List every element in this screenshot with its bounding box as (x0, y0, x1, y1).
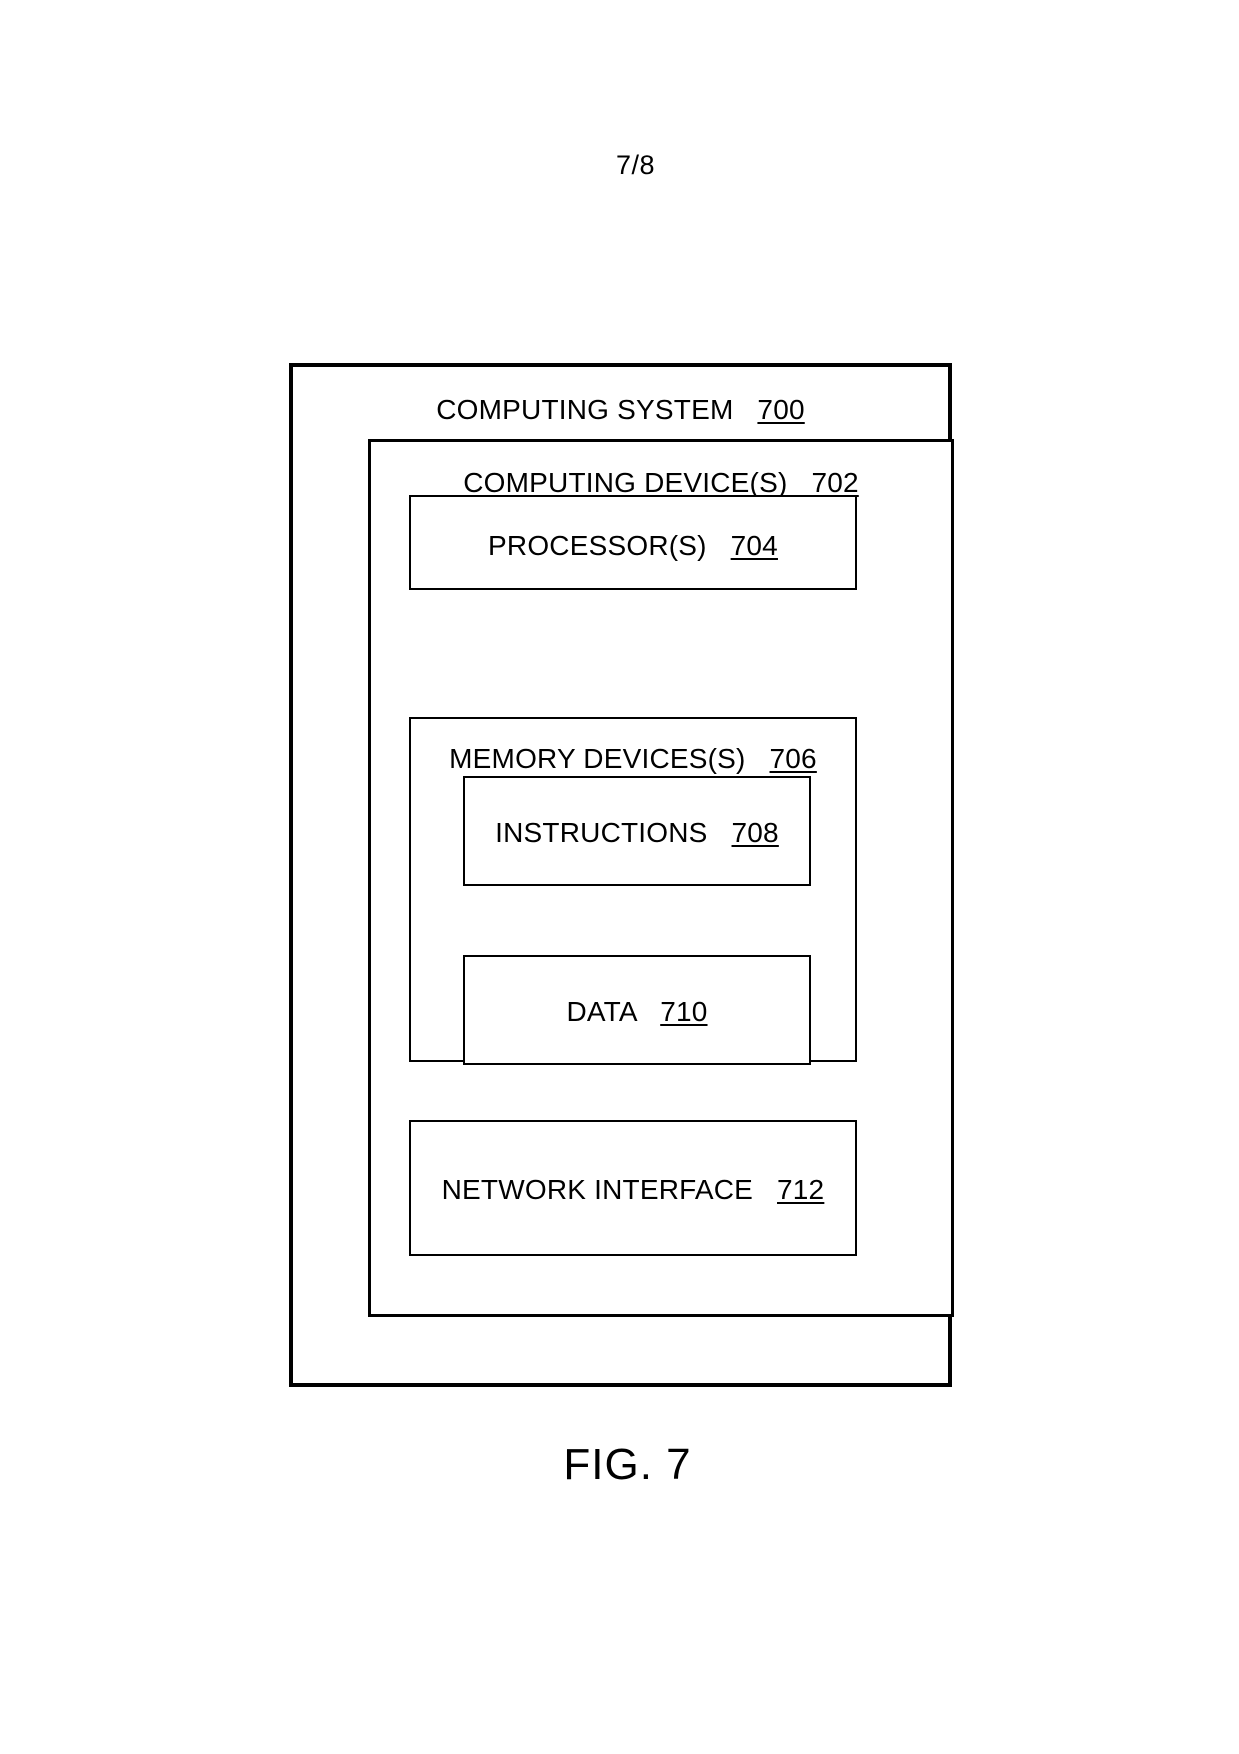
computing-system-label: COMPUTING SYSTEM (436, 394, 734, 425)
processors-ref: 704 (730, 530, 778, 561)
processors-label: PROCESSOR(S) (488, 530, 707, 561)
computing-system-box: COMPUTING SYSTEM 700 COMPUTING DEVICE(S)… (289, 363, 954, 1387)
network-interface-label: NETWORK INTERFACE (441, 1174, 754, 1205)
memory-devices-label: MEMORY DEVICES(S) (449, 743, 746, 774)
computing-devices-box: COMPUTING DEVICE(S) 702 PROCESSOR(S) 704… (368, 439, 954, 1317)
instructions-label: INSTRUCTIONS (495, 817, 708, 848)
memory-devices-ref: 706 (769, 743, 817, 774)
processors-box: PROCESSOR(S) 704 (409, 495, 857, 590)
processors-title: PROCESSOR(S) 704 (411, 530, 855, 562)
network-interface-ref: 712 (777, 1174, 825, 1205)
figure-caption-text: FIG. 7 (563, 1440, 692, 1489)
data-label: DATA (566, 996, 637, 1027)
computing-devices-label: COMPUTING DEVICE(S) (463, 467, 788, 498)
data-ref: 710 (660, 996, 708, 1027)
page-number-text: 7/8 (615, 150, 656, 180)
computing-system-title: COMPUTING SYSTEM 700 (293, 394, 948, 426)
page-number: 7/8 (0, 150, 1239, 181)
figure-caption: FIG. 7 (0, 1440, 1239, 1490)
computing-system-ref: 700 (757, 394, 805, 425)
instructions-box: INSTRUCTIONS 708 (463, 776, 811, 886)
instructions-title: INSTRUCTIONS 708 (465, 817, 809, 849)
data-box: DATA 710 (463, 955, 811, 1065)
network-interface-title: NETWORK INTERFACE 712 (411, 1174, 855, 1206)
instructions-ref: 708 (731, 817, 779, 848)
computing-devices-title: COMPUTING DEVICE(S) 702 (371, 467, 951, 499)
data-title: DATA 710 (465, 996, 809, 1028)
memory-devices-box: MEMORY DEVICES(S) 706 INSTRUCTIONS 708 (409, 717, 857, 1065)
computing-devices-ref: 702 (811, 467, 859, 498)
memory-devices-title: MEMORY DEVICES(S) 706 (411, 743, 855, 775)
network-interface-box: NETWORK INTERFACE 712 (409, 1120, 857, 1256)
